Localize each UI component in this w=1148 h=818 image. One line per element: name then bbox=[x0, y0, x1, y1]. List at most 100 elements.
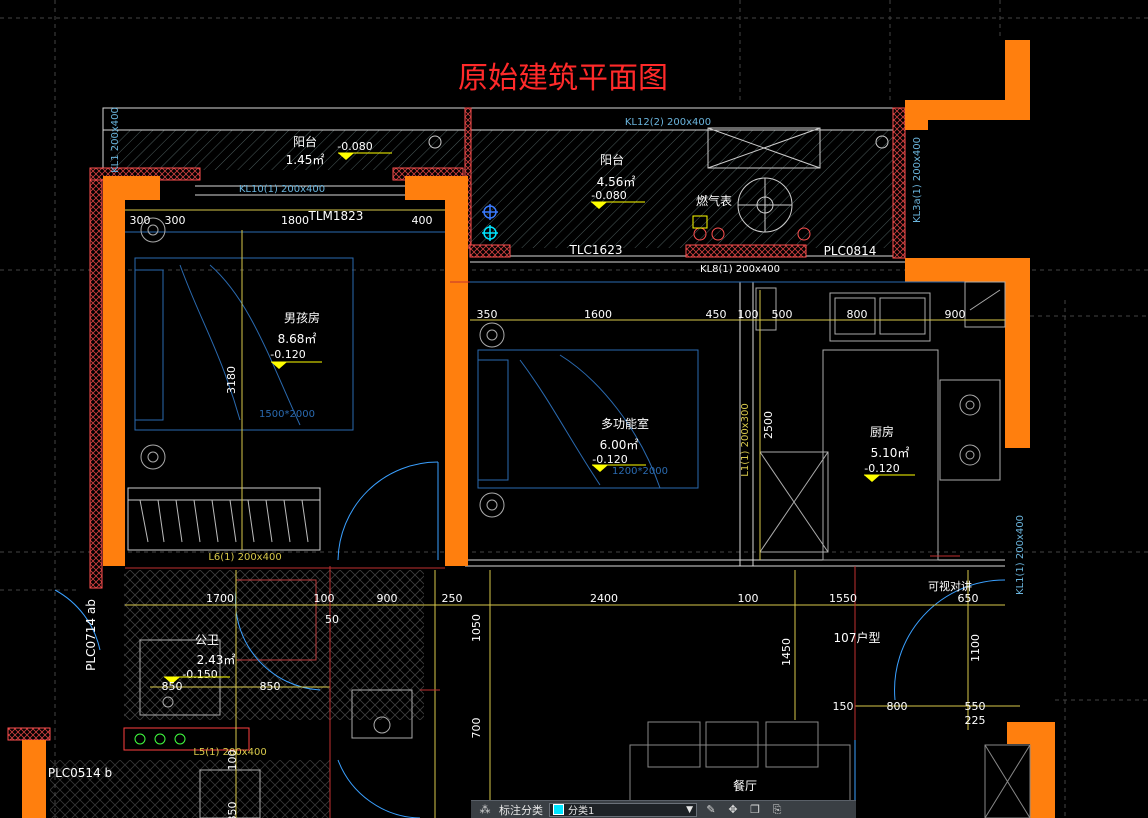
level-value: -0.120 bbox=[592, 453, 627, 466]
window-code: PLC0814 bbox=[824, 244, 877, 258]
brick-walls bbox=[7, 107, 906, 741]
dim: 1050 bbox=[470, 614, 483, 642]
room-name: 多功能室 bbox=[601, 416, 649, 431]
paste-icon[interactable]: ⎘ bbox=[772, 802, 782, 816]
move-icon[interactable]: ✥ bbox=[728, 803, 738, 816]
level-markers bbox=[164, 153, 880, 684]
dim: 225 bbox=[965, 714, 986, 727]
dim: 1450 bbox=[780, 638, 793, 666]
panel-grip-icon[interactable]: ⁂ bbox=[479, 803, 491, 816]
window-code: PLC0514 b bbox=[48, 766, 112, 780]
unit-label: 107户型 bbox=[834, 630, 881, 645]
level-value: -0.080 bbox=[337, 140, 372, 153]
room-area: 4.56㎡ bbox=[597, 175, 636, 189]
dim: 900 bbox=[945, 308, 966, 321]
bed-size: 1200*2000 bbox=[612, 466, 668, 477]
drawing-title: 原始建筑平面图 bbox=[458, 61, 668, 96]
dim: 300 bbox=[165, 214, 186, 227]
axis-lines bbox=[125, 281, 960, 818]
room-area: 8.68㎡ bbox=[278, 332, 317, 346]
dim: 1550 bbox=[829, 592, 857, 605]
layer-select-value: 分类1 bbox=[568, 806, 595, 817]
level-texts: -0.080 -0.080 -0.120 -0.120 -0.120 -0.15… bbox=[182, 140, 899, 681]
shear-walls bbox=[22, 40, 1055, 818]
edit-icon[interactable]: ✎ bbox=[706, 803, 716, 816]
beam-code: L1(1) 200x300 bbox=[740, 403, 751, 476]
window-code: PLC0714 ab bbox=[84, 599, 98, 671]
room-name: 公卫 bbox=[195, 633, 219, 647]
code-labels: TLM1823 TLC1623 PLC0814 PLC0514 b PLC071… bbox=[48, 209, 877, 780]
room-name: 男孩房 bbox=[284, 310, 320, 325]
annotation-toolbar: ⁂ 标注分类 分类1 ▼ ✎ ✥ ❐ ⎘ bbox=[471, 800, 856, 818]
copy-icon[interactable]: ❐ bbox=[750, 803, 760, 816]
room-outlines bbox=[125, 231, 1005, 283]
dim: 700 bbox=[470, 718, 483, 739]
dim: 50 bbox=[325, 613, 339, 626]
bathroom-fixtures bbox=[123, 579, 413, 818]
dim: 3180 bbox=[225, 366, 238, 394]
beam-code: L5(1) 200x400 bbox=[193, 747, 266, 758]
bed-bedroom bbox=[134, 257, 354, 431]
dim: 300 bbox=[130, 214, 151, 227]
dim: 900 bbox=[377, 592, 398, 605]
balcony-hatch bbox=[110, 130, 895, 248]
dim: 1700 bbox=[206, 592, 234, 605]
room-name: 阳台 bbox=[600, 152, 624, 167]
beam-code: KL8(1) 200x400 bbox=[700, 264, 780, 275]
gas-meter-label: 燃气表 bbox=[696, 193, 732, 208]
room-name: 厨房 bbox=[870, 424, 894, 439]
dim: 1100 bbox=[969, 634, 982, 662]
layer-color-swatch bbox=[553, 804, 564, 815]
dim: 850 bbox=[162, 680, 183, 693]
dim: 2500 bbox=[762, 411, 775, 439]
layer-select[interactable]: 分类1 ▼ bbox=[549, 802, 697, 817]
floor-hatch bbox=[50, 570, 424, 818]
beam-code: KL12(2) 200x400 bbox=[625, 117, 711, 128]
dining-label: 餐厅 bbox=[733, 778, 757, 793]
dim: 350 bbox=[477, 308, 498, 321]
wardrobe bbox=[127, 487, 321, 551]
dim: 850 bbox=[260, 680, 281, 693]
beam-code: KL1(1) 200x400 bbox=[1015, 515, 1026, 595]
toolbar-label: 标注分类 bbox=[499, 803, 543, 817]
dim: 2400 bbox=[590, 592, 618, 605]
dim: 100 bbox=[738, 308, 759, 321]
beam-labels: KL12(2) 200x400 KL10(1) 200x400 KL8(1) 2… bbox=[110, 107, 1026, 758]
kitchen-fixtures bbox=[755, 281, 1006, 561]
dim: 800 bbox=[847, 308, 868, 321]
dim: 100 bbox=[314, 592, 335, 605]
room-name: 阳台 bbox=[293, 134, 317, 149]
room-area: 1.45㎡ bbox=[286, 153, 325, 167]
lamps bbox=[140, 217, 505, 518]
room-labels: 阳台 1.45㎡ 阳台 4.56㎡ 男孩房 8.68㎡ 多功能室 6.00㎡ 厨… bbox=[195, 134, 972, 793]
dim: 250 bbox=[442, 592, 463, 605]
dim: 500 bbox=[772, 308, 793, 321]
door-code: TLC1623 bbox=[569, 243, 623, 257]
blue-symbols bbox=[482, 204, 498, 241]
beam-code: KL1 200x400 bbox=[110, 107, 121, 173]
dim: 550 bbox=[965, 700, 986, 713]
dim: 1800 bbox=[281, 214, 309, 227]
beam-code: KL3a(1) 200x400 bbox=[912, 137, 923, 223]
dim: 400 bbox=[412, 214, 433, 227]
door-code: TLM1823 bbox=[308, 209, 364, 223]
dim: 850 bbox=[226, 802, 239, 818]
intercom-label: 可视对讲 bbox=[928, 579, 972, 593]
dim: 100 bbox=[226, 750, 239, 771]
dim: 150 bbox=[833, 700, 854, 713]
room-area: 2.43㎡ bbox=[197, 653, 236, 667]
level-underlines bbox=[164, 152, 915, 678]
beam-code: KL10(1) 200x400 bbox=[239, 184, 325, 195]
dim: 800 bbox=[887, 700, 908, 713]
balcony-fixtures bbox=[428, 127, 889, 241]
level-value: -0.120 bbox=[270, 348, 305, 361]
bed-multi bbox=[477, 349, 699, 489]
room-area: 6.00㎡ bbox=[600, 438, 639, 452]
dimension-texts: 300 300 1800 400 350 1600 450 100 500 80… bbox=[130, 214, 986, 818]
dim: 650 bbox=[958, 592, 979, 605]
chevron-down-icon: ▼ bbox=[686, 804, 693, 815]
dim: 450 bbox=[706, 308, 727, 321]
dim: 100 bbox=[738, 592, 759, 605]
